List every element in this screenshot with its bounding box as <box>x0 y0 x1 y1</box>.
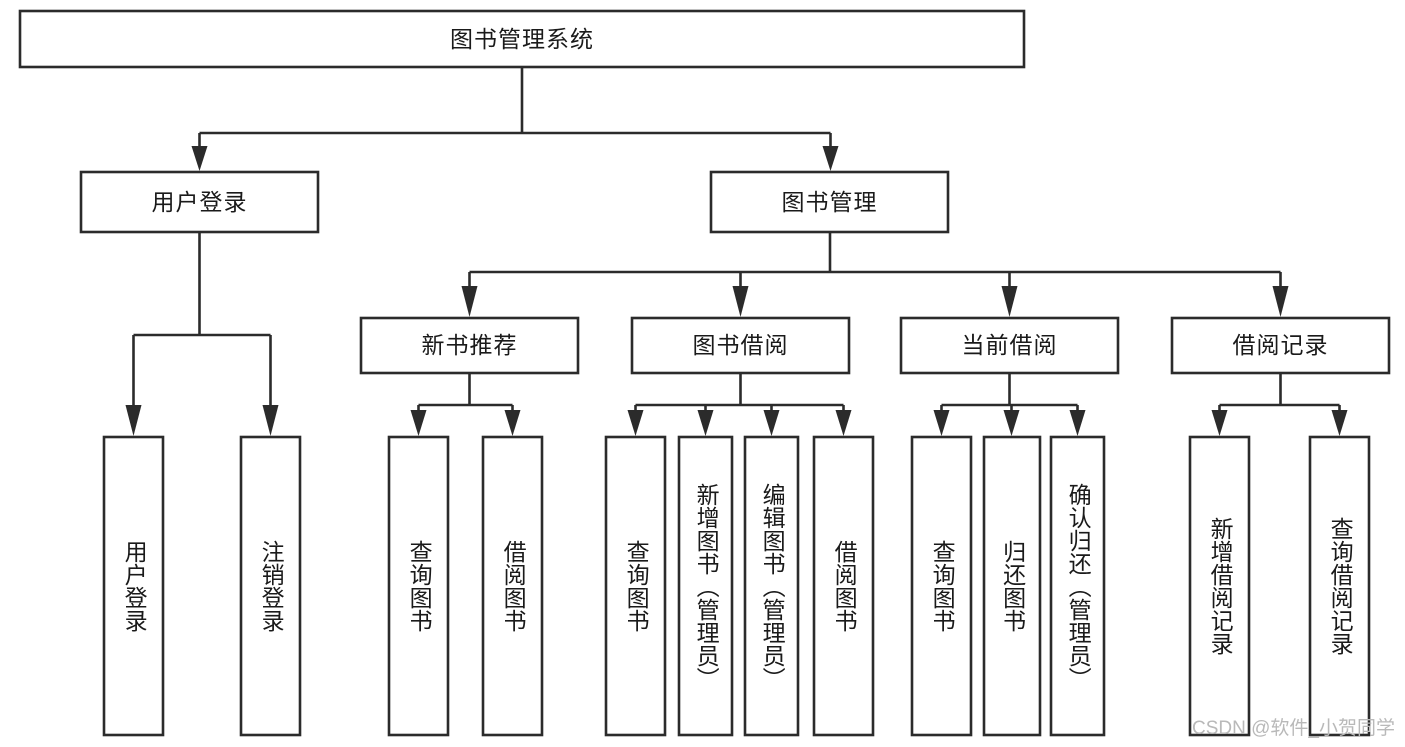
arrow-head-leaf-return-book <box>1003 410 1020 436</box>
arrow-head-leaf-borrow-book-recommend <box>504 410 521 436</box>
node-box-new-book-recommend[interactable] <box>359 316 580 375</box>
node-box-leaf-query-book-current[interactable] <box>910 435 973 737</box>
node-box-leaf-return-book[interactable] <box>982 435 1042 737</box>
arrow-head-borrow-record <box>1272 286 1289 317</box>
node-box-leaf-confirm-return[interactable] <box>1049 435 1106 737</box>
node-box-root[interactable] <box>18 9 1026 69</box>
arrow-head-leaf-query-book-recommend <box>410 410 427 436</box>
arrow-head-leaf-confirm-return <box>1069 410 1086 436</box>
arrow-head-leaf-query-book-borrow <box>627 410 644 436</box>
node-label-current-borrow: 当前借阅 <box>961 332 1058 358</box>
node-box-leaf-user-logout[interactable] <box>239 435 302 737</box>
arrow-head-book-borrow <box>732 286 749 317</box>
connector-group-user-login <box>125 232 279 436</box>
node-box-leaf-borrow-book-recommend[interactable] <box>481 435 544 737</box>
node-box-leaf-query-book-recommend[interactable] <box>387 435 450 737</box>
connector-group-new-book-recommend <box>410 373 521 436</box>
node-box-leaf-query-borrow-record[interactable] <box>1308 435 1371 737</box>
node-label-new-book-recommend: 新书推荐 <box>421 332 518 358</box>
arrow-head-current-borrow <box>1001 286 1018 317</box>
arrow-head-leaf-edit-book <box>763 410 780 436</box>
arrow-head-leaf-user-logout <box>262 405 279 436</box>
node-label-leaf-user-login: 用户登录 <box>121 540 148 632</box>
node-label-leaf-edit-book: 编辑图书（管理员） <box>759 482 786 690</box>
node-label-leaf-query-borrow-record: 查询借阅记录 <box>1327 517 1354 655</box>
node-label-leaf-return-book: 归还图书 <box>999 540 1026 632</box>
node-box-leaf-borrow-book[interactable] <box>812 435 875 737</box>
arrow-head-leaf-add-borrow-record <box>1211 410 1228 436</box>
node-label-leaf-add-book: 新增图书（管理员） <box>693 482 720 690</box>
arrow-head-leaf-borrow-book <box>835 410 852 436</box>
node-label-user-login: 用户登录 <box>151 188 248 215</box>
node-box-borrow-record[interactable] <box>1170 316 1391 375</box>
node-label-leaf-borrow-book: 借阅图书 <box>831 540 858 632</box>
arrow-head-leaf-user-login <box>125 405 142 436</box>
arrow-head-new-book-recommend <box>461 286 478 317</box>
node-label-book-borrow: 图书借阅 <box>692 332 789 358</box>
node-label-root: 图书管理系统 <box>450 25 594 52</box>
node-label-borrow-record: 借阅记录 <box>1232 332 1329 358</box>
connector-group-book-borrow <box>627 373 852 436</box>
arrow-head-leaf-add-book <box>697 410 714 436</box>
node-label-leaf-query-book-recommend: 查询图书 <box>406 540 433 632</box>
arrow-head-book-management <box>822 146 839 171</box>
node-box-leaf-query-book-borrow[interactable] <box>604 435 667 737</box>
arrow-head-leaf-query-book-current <box>933 410 950 436</box>
node-box-leaf-edit-book[interactable] <box>743 435 800 737</box>
node-label-leaf-query-book-current: 查询图书 <box>929 540 956 632</box>
csdn-watermark: CSDN @软件_小贺同学 <box>1192 718 1395 739</box>
connector-group-book-management <box>461 232 1289 317</box>
node-box-book-management[interactable] <box>709 170 950 234</box>
node-box-user-login[interactable] <box>79 170 320 234</box>
node-box-current-borrow[interactable] <box>899 316 1120 375</box>
node-box-leaf-add-borrow-record[interactable] <box>1188 435 1251 737</box>
node-box-leaf-add-book[interactable] <box>677 435 734 737</box>
node-label-leaf-add-borrow-record: 新增借阅记录 <box>1207 517 1234 655</box>
connector-group-current-borrow <box>933 373 1086 436</box>
node-box-leaf-user-login[interactable] <box>102 435 165 737</box>
node-box-book-borrow[interactable] <box>630 316 851 375</box>
node-label-leaf-query-book-borrow: 查询图书 <box>623 540 650 632</box>
connector-group-root <box>191 67 839 171</box>
arrow-head-user-login <box>191 146 208 171</box>
connector-group-borrow-record <box>1211 373 1348 436</box>
arrow-head-leaf-query-borrow-record <box>1331 410 1348 436</box>
node-label-leaf-confirm-return: 确认归还（管理员） <box>1065 482 1092 690</box>
node-label-book-management: 图书管理 <box>781 188 878 215</box>
node-label-leaf-borrow-book-recommend: 借阅图书 <box>500 540 527 632</box>
node-label-leaf-user-logout: 注销登录 <box>258 540 285 632</box>
